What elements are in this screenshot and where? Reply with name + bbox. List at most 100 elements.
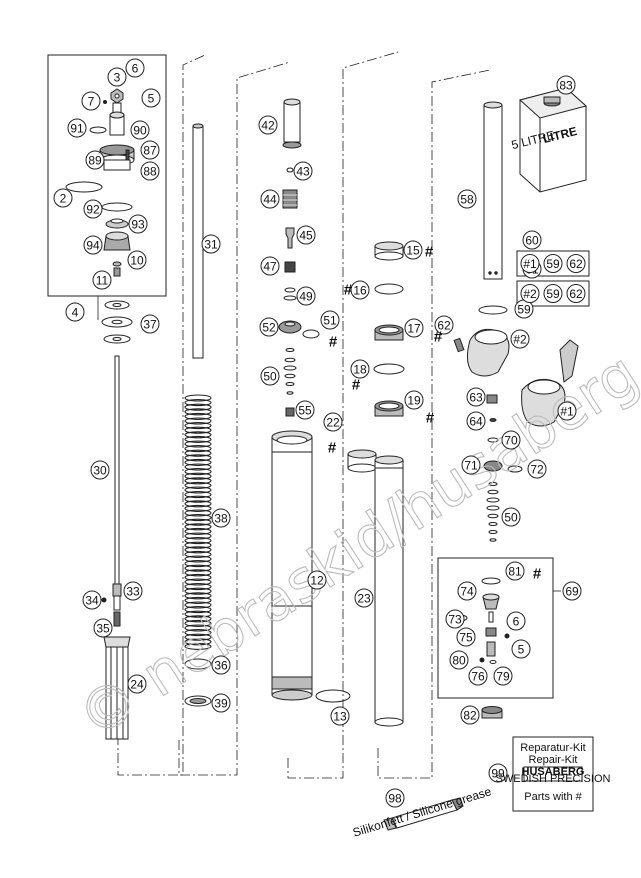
callout-circle-c10 (127, 250, 147, 270)
callout-circle-c35 (93, 618, 113, 638)
callout-circle-c73 (445, 609, 465, 629)
part-15-bottom (374, 251, 404, 261)
part-74-stem (488, 611, 494, 623)
callout-circle-c70 (501, 430, 521, 450)
kit-k61-item-2: 62 (569, 287, 583, 301)
part-33-stem (113, 595, 121, 611)
part-79-oring (489, 660, 497, 664)
callout-circle-k60-0 (520, 254, 540, 273)
callout-c90: 90 (133, 124, 147, 138)
part-62-bolt (453, 337, 465, 353)
callout-c69: 69 (565, 585, 579, 599)
callout-circle-c92 (83, 199, 103, 219)
callout-circle-c6a (125, 58, 145, 78)
callout-c94: 94 (86, 239, 100, 253)
callout-circle-c15 (403, 240, 423, 260)
spring-coil (184, 587, 212, 595)
callout-circle-c18 (350, 359, 370, 379)
callout-c10: 10 (130, 254, 144, 268)
spring-coil (184, 417, 212, 425)
shim-d (284, 373, 296, 379)
spring-coil (184, 633, 212, 641)
tube-31-group (192, 123, 204, 359)
callout-cH2: #2 (513, 333, 527, 347)
part-45-valve (285, 227, 295, 249)
callout-c52: 52 (262, 321, 276, 335)
spring-coil (184, 619, 212, 627)
callout-circle-c5b (511, 639, 531, 659)
callout-c87: 87 (143, 144, 157, 158)
spring-coil (184, 527, 212, 535)
callout-c34: 34 (85, 594, 99, 608)
callout-circle-c81 (505, 561, 525, 581)
shim-r7 (488, 530, 498, 534)
tube-cap (451, 797, 464, 811)
callout-c64: 64 (469, 415, 483, 429)
callout-circle-c47 (260, 256, 280, 276)
spring-coil (184, 486, 212, 494)
callout-c55: 55 (298, 404, 312, 418)
right-damper-column (483, 394, 523, 542)
part-72-ring (507, 465, 523, 473)
part-55-nut (285, 407, 295, 417)
shim-a (285, 348, 295, 352)
part-37-hole-2 (111, 319, 123, 325)
spring-coil (184, 583, 212, 591)
part-19-hole (378, 402, 400, 410)
spring-rings (184, 658, 212, 707)
callout-c35: 35 (96, 622, 110, 636)
part-30-rod (114, 355, 120, 585)
part-42-top (283, 98, 301, 106)
callout-circle-c69 (562, 581, 582, 601)
tube-nozzle (383, 817, 397, 831)
repair-kit-card (512, 736, 594, 812)
spring-coil (184, 504, 212, 512)
callout-circle-k61-0 (520, 284, 540, 303)
spring-coil (184, 468, 212, 476)
spring-coil (184, 481, 212, 489)
guide-line-4 (377, 69, 491, 779)
shim-r2 (487, 489, 499, 495)
damper-rod-group (101, 355, 131, 740)
part-58-tube (483, 104, 503, 280)
shim-r4 (486, 505, 500, 511)
callout-c83: 83 (559, 79, 573, 93)
callout-c2: 2 (60, 192, 67, 206)
callout-circle-c5a (141, 88, 161, 108)
callout-circle-c75 (456, 627, 476, 647)
callout-c70: 70 (504, 434, 518, 448)
grease-tube (383, 797, 464, 831)
callout-circle-k60-2 (566, 254, 586, 273)
callout-circle-c19 (404, 390, 424, 410)
part-17-hole (378, 326, 400, 334)
callout-c5b: 5 (518, 643, 525, 657)
spring-coil (184, 592, 212, 600)
callout-c47: 47 (263, 260, 277, 274)
spring-coil (184, 472, 212, 480)
callout-circle-c44 (260, 189, 280, 209)
callout-c42: 42 (261, 119, 275, 133)
part-81-oring (481, 577, 501, 585)
part-70-shim (487, 437, 499, 443)
part-39-center (189, 698, 207, 704)
callout-circle-k61-2 (566, 284, 586, 303)
callout-circle-c98 (385, 788, 405, 808)
spring-coil (184, 431, 212, 439)
part-58-top (483, 101, 503, 109)
callout-c81: 81 (508, 565, 522, 579)
shim-r5 (487, 513, 499, 519)
shim-e (285, 382, 295, 386)
part-24-top (103, 636, 131, 648)
callout-circle-c33 (123, 581, 143, 601)
part-22-top (347, 449, 377, 459)
spring-coil (184, 412, 212, 420)
callout-circle-c93 (128, 214, 148, 234)
part-7-ball (103, 100, 107, 104)
callout-circle-c55 (295, 400, 315, 420)
callout-c79: 79 (496, 670, 510, 684)
repair-kit-brand: HUSABERG (522, 766, 585, 778)
callout-c49: 49 (299, 290, 313, 304)
callout-c17: 17 (407, 322, 421, 336)
